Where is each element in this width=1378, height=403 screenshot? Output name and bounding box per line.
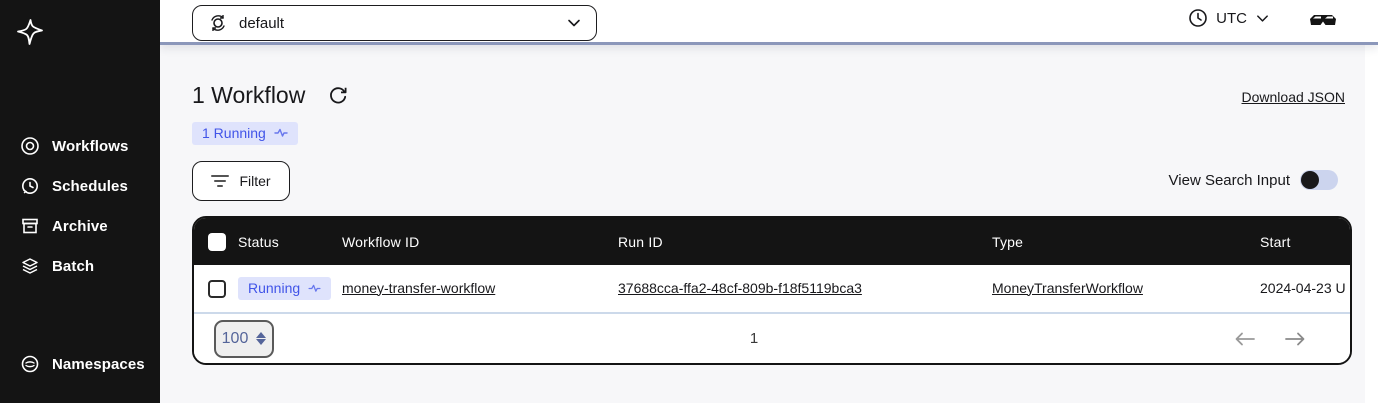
- heading-row: 1 Workflow: [192, 82, 349, 109]
- toggle-knob: [1301, 171, 1319, 189]
- workflows-table: Status Workflow ID Run ID Type Start Run…: [192, 216, 1352, 365]
- batch-icon: [20, 256, 40, 276]
- next-page-arrow-icon[interactable]: [1284, 331, 1306, 347]
- running-count-label: 1 Running: [202, 125, 266, 141]
- sidebar-item-label: Workflows: [52, 137, 129, 155]
- sidebar-item-label: Namespaces: [52, 355, 145, 373]
- sidebar-item-namespaces[interactable]: Namespaces: [0, 344, 160, 384]
- run-id-link[interactable]: 37688cca-ffa2-48cf-809b-f18f5119bca3: [618, 279, 862, 296]
- namespace-select[interactable]: default: [192, 5, 597, 41]
- sidebar-item-workflows[interactable]: Workflows: [0, 126, 160, 166]
- row-checkbox[interactable]: [208, 279, 226, 298]
- pulse-icon: [274, 128, 288, 138]
- clock-icon: [1188, 8, 1208, 28]
- filter-button-label: Filter: [239, 173, 271, 189]
- sidebar-item-label: Schedules: [52, 177, 128, 195]
- chevron-down-icon: [566, 15, 582, 31]
- sidebar-nav-bottom: Namespaces: [0, 344, 160, 384]
- previous-page-arrow-icon[interactable]: [1234, 331, 1256, 347]
- chevron-down-icon: [1255, 11, 1270, 26]
- workflows-icon: [20, 136, 40, 156]
- download-json-link[interactable]: Download JSON: [1241, 89, 1346, 105]
- sidebar-item-label: Archive: [52, 217, 108, 235]
- column-header-workflow-id[interactable]: Workflow ID: [342, 233, 420, 250]
- namespace-select-value: default: [239, 14, 285, 32]
- current-page-number: 1: [749, 330, 759, 347]
- view-search-input-toggle[interactable]: [1300, 170, 1338, 190]
- filter-icon: [211, 174, 230, 188]
- labs-glasses-icon[interactable]: [1308, 11, 1338, 38]
- column-header-status[interactable]: Status: [238, 233, 279, 250]
- workflow-type-link[interactable]: MoneyTransferWorkflow: [992, 279, 1143, 296]
- table-footer: 100 1: [194, 312, 1350, 363]
- schedules-icon: [20, 176, 40, 196]
- timezone-label: UTC: [1216, 9, 1247, 27]
- sidebar-item-batch[interactable]: Batch: [0, 246, 160, 286]
- table-row[interactable]: Running money-transfer-workflow 37688cca…: [194, 265, 1350, 312]
- pulse-icon: [308, 284, 321, 293]
- sidebar-item-archive[interactable]: Archive: [0, 206, 160, 246]
- workflow-id-link[interactable]: money-transfer-workflow: [342, 279, 496, 296]
- namespace-switcher-icon: [207, 12, 229, 34]
- topbar: default UTC: [160, 0, 1378, 45]
- status-badge: Running: [238, 277, 332, 300]
- timezone-select[interactable]: UTC: [1188, 8, 1270, 28]
- page-size-value: 100: [221, 329, 249, 347]
- page-title: 1 Workflow: [192, 82, 306, 108]
- sidebar-nav: Workflows Schedules: [0, 126, 160, 286]
- column-header-type[interactable]: Type: [992, 233, 1024, 250]
- temporal-logo-icon[interactable]: [16, 18, 44, 46]
- sidebar: Workflows Schedules: [0, 0, 160, 403]
- sidebar-item-schedules[interactable]: Schedules: [0, 166, 160, 206]
- namespaces-icon: [20, 354, 40, 374]
- column-header-start[interactable]: Start: [1260, 233, 1291, 250]
- refresh-icon[interactable]: [327, 85, 349, 107]
- spinner-arrows-icon: [256, 332, 267, 345]
- pager: [1234, 331, 1306, 347]
- select-all-checkbox[interactable]: [208, 232, 226, 251]
- page-size-select[interactable]: 100: [214, 319, 274, 358]
- start-time-value: 2024-04-23 U: [1260, 279, 1346, 296]
- table-header: Status Workflow ID Run ID Type Start: [194, 218, 1350, 265]
- view-search-input-label: View Search Input: [1168, 171, 1290, 189]
- sidebar-item-label: Batch: [52, 257, 95, 275]
- archive-icon: [20, 216, 40, 236]
- running-count-badge[interactable]: 1 Running: [192, 122, 298, 145]
- column-header-run-id[interactable]: Run ID: [618, 233, 663, 250]
- filter-button[interactable]: Filter: [192, 161, 290, 201]
- status-label: Running: [248, 280, 301, 296]
- right-gutter: [1365, 45, 1378, 403]
- view-search-input-row: View Search Input: [1169, 170, 1338, 190]
